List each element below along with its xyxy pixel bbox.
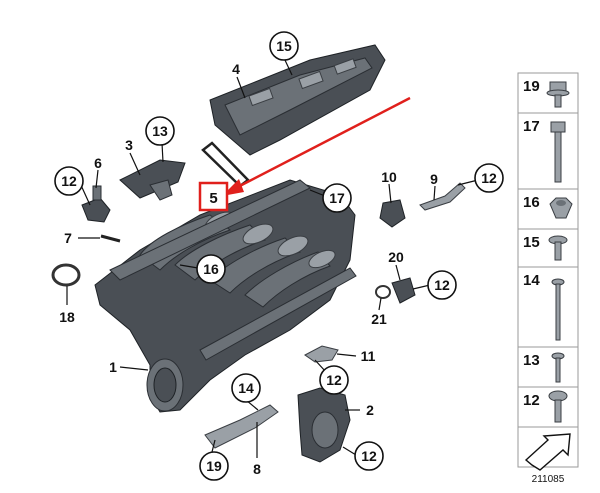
image-id-label: 211085 [532, 474, 565, 485]
rail-item-12[interactable]: 12 [517, 386, 579, 428]
leader-lines [66, 57, 479, 458]
callout-14[interactable]: 14 [231, 373, 261, 403]
sensor-part-3[interactable] [119, 159, 186, 201]
rail-item-13[interactable]: 13 [517, 346, 579, 388]
callout-20[interactable]: 20 [388, 249, 404, 265]
sensor-part-20[interactable] [391, 277, 416, 304]
callout-21[interactable]: 21 [371, 311, 387, 327]
callout-3[interactable]: 3 [125, 137, 133, 153]
rail-item-15[interactable]: 15 [517, 228, 579, 268]
svg-text:12: 12 [326, 372, 342, 388]
svg-text:12: 12 [434, 277, 450, 293]
callout-9[interactable]: 9 [430, 171, 438, 187]
callout-8[interactable]: 8 [253, 461, 261, 477]
bracket-part-8[interactable] [204, 404, 279, 449]
svg-text:12: 12 [523, 392, 540, 409]
callout-7[interactable]: 7 [64, 230, 72, 246]
callout-6[interactable]: 6 [94, 155, 102, 171]
svg-text:14: 14 [523, 272, 540, 289]
highlight-label: 5 [209, 190, 217, 207]
callout-16[interactable]: 16 [196, 254, 226, 284]
svg-text:16: 16 [203, 261, 219, 277]
torx-screw-icon [548, 390, 568, 423]
short-bolt-icon [551, 352, 565, 383]
svg-text:13: 13 [152, 123, 168, 139]
hardware-side-rail: 19 17 16 15 [517, 72, 579, 485]
o-ring-part-21[interactable] [375, 285, 391, 299]
svg-text:19: 19 [523, 78, 540, 95]
actuator-part-2[interactable] [297, 387, 351, 463]
sensor-part-10[interactable] [379, 199, 406, 228]
callout-12-left[interactable]: 12 [54, 166, 84, 196]
highlight-box[interactable] [198, 181, 229, 212]
callout-17[interactable]: 17 [322, 183, 352, 213]
pin-part-7[interactable] [100, 234, 121, 243]
clip-part-9[interactable] [419, 182, 466, 211]
callout-4[interactable]: 4 [232, 61, 240, 77]
callout-18[interactable]: 18 [59, 309, 75, 325]
svg-text:15: 15 [523, 234, 540, 251]
rail-item-17[interactable]: 17 [517, 112, 579, 190]
callout-13[interactable]: 13 [145, 116, 175, 146]
flap-module-part[interactable] [209, 44, 386, 156]
callout-1[interactable]: 1 [109, 359, 117, 375]
callout-11[interactable]: 11 [361, 348, 376, 364]
svg-text:19: 19 [206, 458, 222, 474]
long-hex-bolt-icon [550, 121, 566, 183]
callout-15[interactable]: 15 [269, 31, 299, 61]
direction-arrow-box[interactable] [517, 426, 579, 471]
callout-12-bottom-right[interactable]: 12 [354, 441, 384, 471]
short-screw-icon [548, 235, 568, 261]
hex-flange-bolt-icon [546, 81, 570, 108]
svg-text:16: 16 [523, 194, 540, 211]
hex-nut-icon [549, 197, 573, 219]
callout-10[interactable]: 10 [381, 169, 397, 185]
o-ring-part-18[interactable] [51, 263, 81, 287]
intake-manifold-part[interactable] [94, 179, 357, 413]
svg-text:12: 12 [361, 448, 377, 464]
svg-text:13: 13 [523, 352, 540, 369]
gasket-part[interactable] [201, 141, 250, 188]
svg-text:12: 12 [61, 173, 77, 189]
svg-text:12: 12 [481, 170, 497, 186]
callout-12-bottom-mid[interactable]: 12 [319, 365, 349, 395]
svg-text:15: 15 [276, 38, 292, 54]
svg-text:17: 17 [523, 118, 540, 135]
callout-12-right-mid[interactable]: 12 [427, 270, 457, 300]
long-stud-icon [551, 278, 565, 341]
rail-item-16[interactable]: 16 [517, 188, 579, 230]
svg-text:17: 17 [329, 190, 345, 206]
callout-12-right-top[interactable]: 12 [474, 163, 504, 193]
sensor-part-6[interactable] [81, 185, 111, 223]
rail-item-19[interactable]: 19 [517, 72, 579, 114]
direction-arrow-icon [524, 433, 571, 471]
rail-item-14[interactable]: 14 [517, 266, 579, 348]
bracket-part-11[interactable] [304, 345, 339, 363]
callout-19[interactable]: 19 [199, 451, 229, 481]
callout-2[interactable]: 2 [366, 402, 374, 418]
svg-text:14: 14 [238, 380, 254, 396]
